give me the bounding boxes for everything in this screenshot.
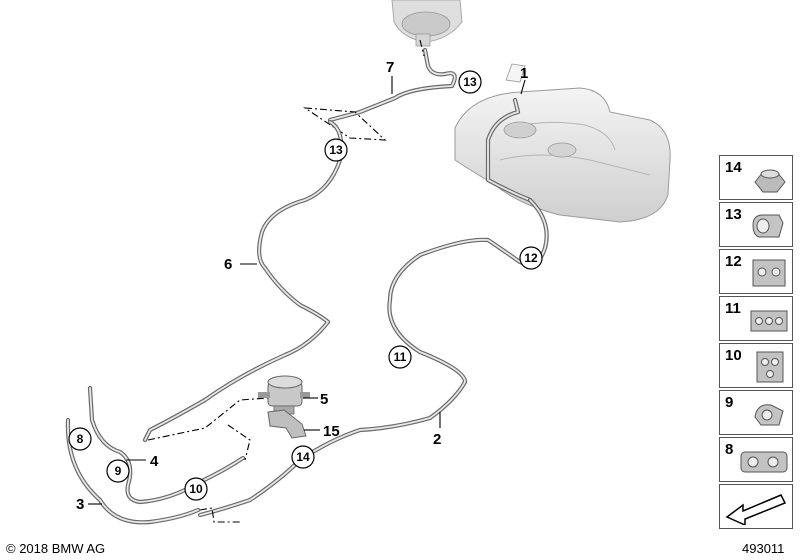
- legend-number: 10: [725, 347, 742, 364]
- connection-line-2: [227, 424, 251, 461]
- callout-5: 5: [320, 391, 328, 408]
- callout-1: 1: [520, 65, 528, 82]
- legend-item-13: 13: [719, 202, 793, 247]
- pipe-2: [197, 197, 549, 518]
- legend-item-12: 12: [719, 249, 793, 294]
- circled-callout-10: 10: [184, 477, 208, 501]
- circled-callout-11: 11: [388, 345, 412, 369]
- circled-callout-13-top: 13: [458, 70, 482, 94]
- svg-text:12: 12: [524, 251, 538, 265]
- svg-text:9: 9: [115, 464, 122, 478]
- pipe-4: [87, 385, 246, 505]
- circled-callout-9: 9: [106, 459, 130, 483]
- svg-text:10: 10: [189, 482, 203, 496]
- holder-10-icon: [756, 351, 784, 383]
- callout-6: 6: [224, 256, 232, 273]
- callout-7: 7: [386, 59, 394, 76]
- connection-line-1: [147, 397, 269, 441]
- legend-item-8: 8: [719, 437, 793, 482]
- clip-9-icon: [754, 404, 784, 426]
- legend-number: 14: [725, 159, 742, 176]
- legend-item-14: 14: [719, 155, 793, 200]
- bracket-outline: [302, 107, 387, 141]
- legend-number: 11: [725, 300, 741, 317]
- holder-11-icon: [750, 310, 788, 332]
- legend-item-10: 10: [719, 343, 793, 388]
- legend-number: 13: [725, 206, 742, 223]
- valve-part: [258, 375, 310, 415]
- holder-12-icon: [752, 259, 786, 287]
- pipe-7: [327, 47, 457, 123]
- legend-number: 8: [725, 441, 734, 458]
- leader-1: [520, 79, 526, 95]
- svg-text:13: 13: [463, 75, 477, 89]
- connection-line-3: [199, 507, 240, 523]
- canister-part: [391, 0, 463, 47]
- svg-text:13: 13: [329, 143, 343, 157]
- svg-text:8: 8: [77, 432, 84, 446]
- holder-8-icon: [740, 451, 788, 473]
- nut-icon: [754, 169, 786, 193]
- circled-callout-13-mid: 13: [324, 138, 348, 162]
- clip-13-icon: [752, 214, 784, 238]
- svg-text:14: 14: [296, 450, 310, 464]
- circled-callout-14: 14: [291, 445, 315, 469]
- circled-callout-8: 8: [68, 427, 92, 451]
- callout-15: 15: [323, 423, 340, 440]
- legend-item-arrow: [719, 484, 793, 529]
- copyright-text: © 2018 BMW AG: [6, 541, 106, 556]
- direction-arrow-icon: [725, 494, 787, 525]
- legend-number: 12: [725, 253, 742, 270]
- pipe-3: [65, 417, 201, 525]
- callout-4: 4: [150, 453, 159, 470]
- canister-connection-line: [419, 39, 425, 57]
- svg-text:11: 11: [394, 350, 407, 364]
- callout-3: 3: [76, 496, 84, 513]
- legend-item-11: 11: [719, 296, 793, 341]
- circled-callout-12: 12: [519, 246, 543, 270]
- legend-number: 9: [725, 394, 734, 411]
- bracket-part: [267, 409, 307, 439]
- legend-item-9: 9: [719, 390, 793, 435]
- callout-2: 2: [433, 431, 441, 448]
- pipe-6: [142, 119, 344, 443]
- tank-filler-pipe: [485, 97, 533, 203]
- diagram-reference-number: 493011: [742, 541, 785, 556]
